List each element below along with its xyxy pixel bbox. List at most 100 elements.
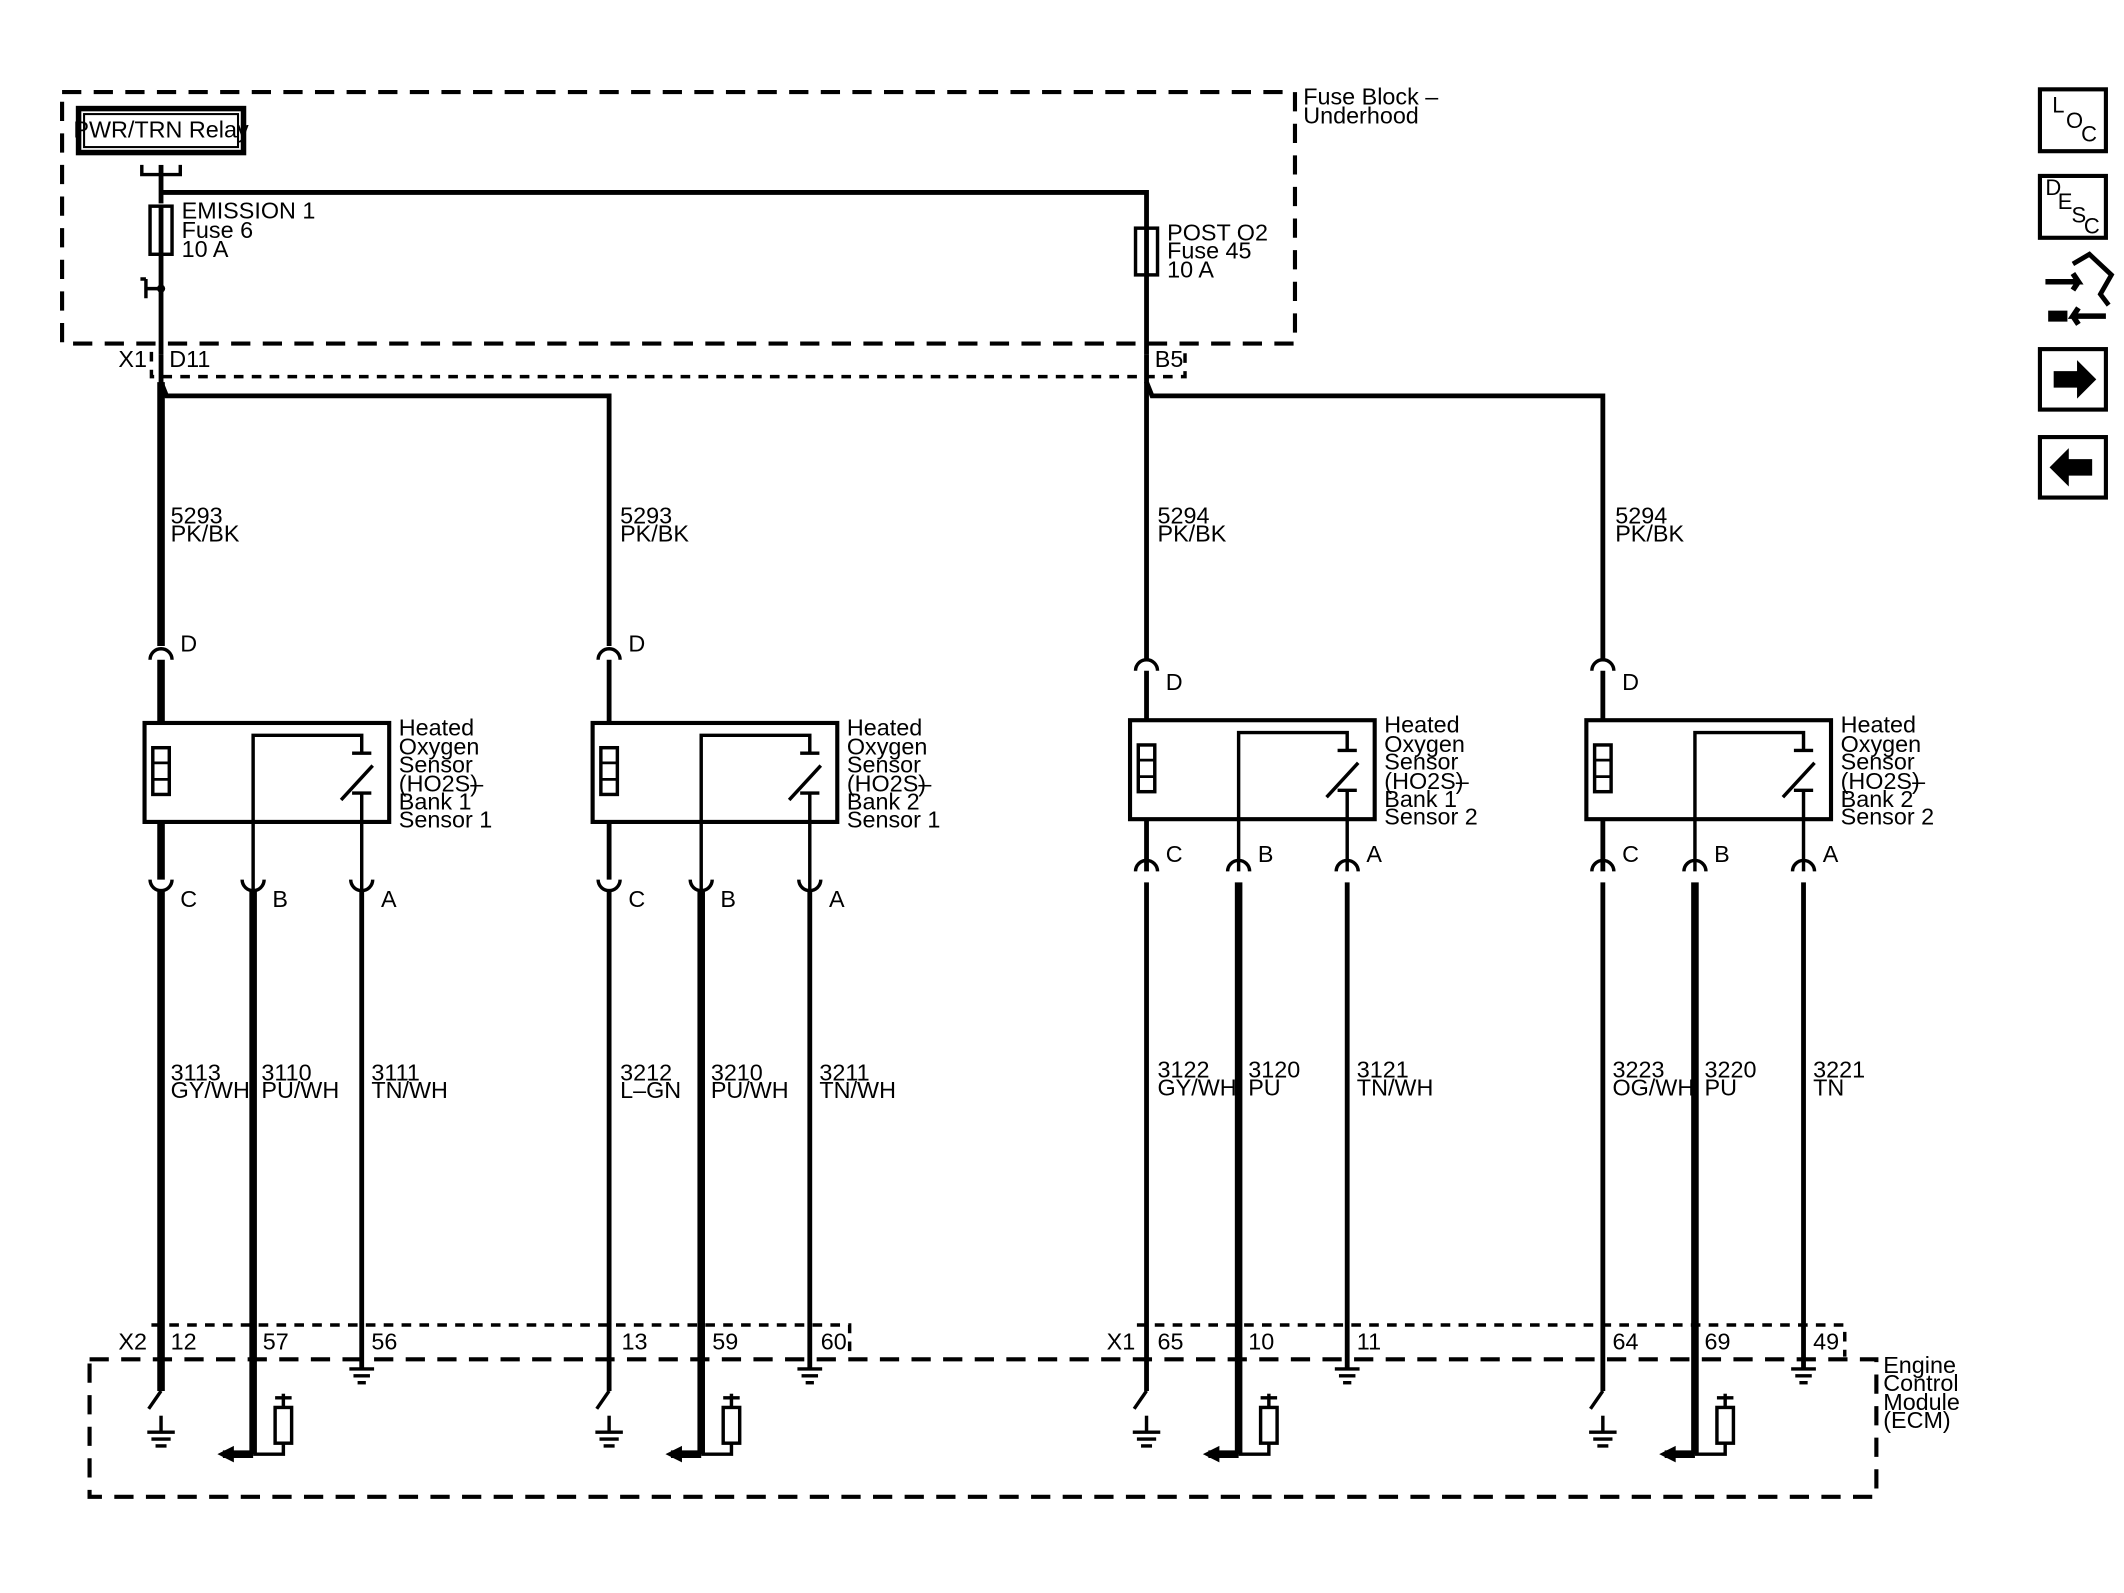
sensor-label: Heated Oxygen Sensor (HO2S) – Bank 1 Sen…: [1384, 712, 1478, 830]
svg-text:D: D: [1166, 669, 1183, 695]
svg-text:A: A: [829, 886, 845, 912]
fuse-6-rating: 10 A: [182, 236, 229, 262]
wire-3223-color: OG/WH: [1612, 1074, 1694, 1100]
arrow-left-icon: [2049, 448, 2093, 487]
svg-text:–: –: [1912, 768, 1925, 794]
ho2s-bank1-sensor2: D Heated Oxygen Sensor (HO2S) – Bank 1 S…: [1127, 658, 1478, 872]
ecm-x2-label: X2: [118, 1329, 147, 1355]
svg-text:L: L: [2052, 93, 2064, 118]
wire-3211-color: TN/WH: [819, 1077, 896, 1103]
fuse-emission-1: EMISSION 1 Fuse 6 10 A: [148, 198, 316, 262]
wire-3221-circuit: 3221: [1813, 1057, 1865, 1083]
signal-wires: [157, 882, 1806, 1455]
ecm-x1-label: X1: [1107, 1329, 1136, 1355]
svg-text:Sensor 2: Sensor 2: [1384, 804, 1478, 830]
desc-button[interactable]: D E S C: [2037, 173, 2108, 240]
wire-3220-circuit: 3220: [1705, 1057, 1757, 1083]
svg-text:Bank 1: Bank 1: [1384, 786, 1457, 812]
previous-page-button[interactable]: [2037, 435, 2108, 500]
wire-3210-color: PU/WH: [711, 1077, 789, 1103]
svg-text:10: 10: [1248, 1329, 1274, 1355]
connector-view-button[interactable]: [2045, 251, 2115, 326]
svg-text:(HO2S): (HO2S): [1384, 768, 1463, 794]
svg-text:13: 13: [621, 1329, 647, 1355]
svg-text:Sensor 1: Sensor 1: [399, 806, 493, 832]
arrow-right-icon: [2053, 360, 2097, 399]
pin-b5-label: B5: [1155, 346, 1184, 372]
svg-text:Heated: Heated: [847, 714, 922, 740]
svg-text:57: 57: [263, 1329, 289, 1355]
wire-3210-circuit: 3210: [711, 1059, 763, 1085]
svg-text:(HO2S): (HO2S): [847, 771, 926, 797]
relay-label: PWR/TRN Relay: [73, 116, 249, 142]
wire-5294-color: PK/BK: [1158, 521, 1227, 547]
wire-3110-color: PU/WH: [261, 1077, 339, 1103]
wire-5293b-color: PK/BK: [620, 521, 689, 547]
svg-text:O: O: [2066, 108, 2083, 133]
wire-5294b-color: PK/BK: [1615, 521, 1684, 547]
signal-wire-labels: 3113 GY/WH 3110 PU/WH 3111 TN/WH 3212 L–…: [171, 1057, 1865, 1104]
svg-text:60: 60: [821, 1329, 847, 1355]
svg-text:(HO2S): (HO2S): [1841, 768, 1920, 794]
svg-text:D: D: [2045, 175, 2061, 200]
svg-text:Bank 1: Bank 1: [399, 789, 472, 815]
svg-text:A: A: [1823, 841, 1839, 867]
ecm-label-line1: Engine: [1883, 1352, 1956, 1378]
pin-d11-label: D11: [169, 346, 210, 372]
fuse-45-rating: 10 A: [1167, 257, 1214, 283]
svg-text:56: 56: [371, 1329, 397, 1355]
connector-x1-label: X1: [118, 346, 147, 372]
wire-3211-circuit: 3211: [819, 1059, 869, 1085]
fuse-45-name: POST O2: [1167, 220, 1268, 246]
svg-text:A: A: [1366, 841, 1382, 867]
svg-text:–: –: [470, 771, 483, 797]
desc-icon: D E S C: [2045, 175, 2099, 238]
fuse-post-o2: POST O2 Fuse 45 10 A: [1133, 220, 1268, 283]
wire-3121-color: TN/WH: [1357, 1074, 1434, 1100]
wire-3221-color: TN: [1813, 1074, 1844, 1100]
wire-3120-circuit: 3120: [1248, 1057, 1300, 1083]
fuse-block-underhood: Fuse Block – Underhood PWR/TRN Relay EMI…: [60, 83, 1438, 355]
svg-text:Sensor: Sensor: [1841, 749, 1915, 775]
wire-3111-circuit: 3111: [371, 1059, 420, 1085]
sensor-label: Heated Oxygen Sensor (HO2S) – Bank 2 Sen…: [1841, 712, 1935, 830]
svg-text:E: E: [2058, 189, 2073, 214]
svg-text:C: C: [2084, 214, 2100, 239]
wire-5294b-circuit: 5294: [1615, 503, 1667, 529]
ho2s-bank1-sensor1: D Heated Oxygen Sensor (HO2S) – Bank 1 S…: [142, 630, 493, 912]
fuse-6-number: Fuse 6: [182, 217, 253, 243]
svg-text:Heated: Heated: [1384, 712, 1459, 738]
svg-text:Sensor: Sensor: [399, 751, 473, 777]
svg-text:65: 65: [1158, 1329, 1184, 1355]
svg-text:64: 64: [1612, 1329, 1638, 1355]
pin-d-label: D: [180, 630, 197, 656]
wire-3220-color: PU: [1705, 1074, 1737, 1100]
svg-text:Oxygen: Oxygen: [847, 734, 928, 760]
next-page-button[interactable]: [2037, 347, 2108, 412]
svg-text:Oxygen: Oxygen: [1384, 731, 1465, 757]
ecm-channel-1: [147, 1367, 375, 1463]
supply-wire-labels: 5293 PK/BK 5293 PK/BK 5294 PK/BK 5294 PK…: [171, 503, 1685, 547]
svg-text:A: A: [381, 886, 397, 912]
wire-3122-circuit: 3122: [1158, 1057, 1210, 1083]
svg-text:12: 12: [171, 1329, 197, 1355]
svg-text:Heated: Heated: [1841, 712, 1916, 738]
svg-text:C: C: [1622, 841, 1639, 867]
svg-text:Oxygen: Oxygen: [399, 734, 480, 760]
sensor-label: Heated Oxygen Sensor (HO2S) – Bank 2 Sen…: [847, 714, 941, 832]
wire-5294-circuit: 5294: [1158, 503, 1210, 529]
fuse-block-connector-x1: X1 D11 B5: [118, 346, 1187, 379]
ecm-connector-x1: [1136, 1323, 1847, 1357]
loc-button[interactable]: L O C: [2037, 87, 2108, 154]
wire-5293-color: PK/BK: [171, 521, 240, 547]
ecm-outline: [87, 1357, 1879, 1499]
svg-text:Sensor 1: Sensor 1: [847, 806, 941, 832]
fuse-6-name: EMISSION 1: [182, 198, 316, 224]
svg-text:Bank 2: Bank 2: [847, 789, 920, 815]
svg-text:C: C: [1166, 841, 1183, 867]
svg-text:Sensor: Sensor: [847, 751, 921, 777]
wire-5293-circuit: 5293: [171, 503, 223, 529]
wire-3122-color: GY/WH: [1158, 1074, 1237, 1100]
ecm-channel-3: [1132, 1367, 1360, 1463]
svg-text:Oxygen: Oxygen: [1841, 731, 1922, 757]
